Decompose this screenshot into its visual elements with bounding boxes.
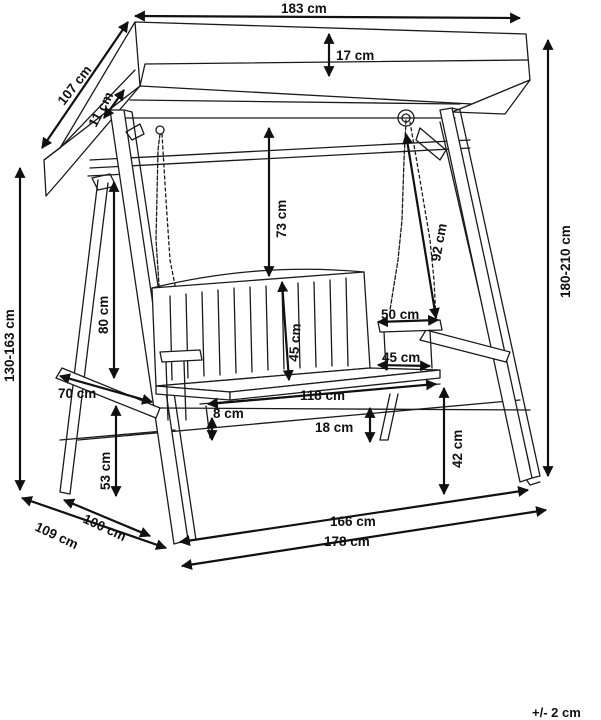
- dim-depth-top: [41, 21, 129, 149]
- dim-chain-side: [402, 132, 440, 320]
- swing-frame-drawing: [43, 21, 541, 545]
- label-seat-height: 42 cm: [450, 430, 465, 468]
- label-canopy-height: 17 cm: [336, 48, 374, 63]
- label-backrest-height: 45 cm: [286, 323, 304, 362]
- label-seat-back-height: 80 cm: [96, 296, 111, 334]
- label-width-top: 183 cm: [281, 1, 327, 16]
- dimension-lines: [14, 10, 554, 570]
- dim-armrest-depth: [376, 314, 440, 328]
- label-total-height: 180-210 cm: [558, 225, 573, 298]
- dim-seat-width: [206, 379, 438, 409]
- dim-side-depth: [58, 373, 154, 405]
- label-seat-width: 118 cm: [300, 388, 345, 403]
- label-base-depth-outer: 109 cm: [33, 519, 81, 552]
- label-armrest-depth: 50 cm: [381, 307, 419, 322]
- label-side-depth: 70 cm: [58, 386, 96, 401]
- label-adjustable-height: 130-163 cm: [2, 309, 17, 382]
- label-chain-length: 73 cm: [274, 200, 289, 238]
- dim-seat-depth: [376, 359, 432, 372]
- label-base-width-outer: 178 cm: [324, 534, 370, 549]
- dim-canopy-overhang: [103, 89, 125, 119]
- label-seat-depth: 45 cm: [382, 350, 420, 365]
- label-lower-height: 53 cm: [98, 452, 113, 490]
- dim-base-depth-outer: [20, 496, 168, 550]
- dim-width-top: [133, 10, 522, 24]
- dim-backrest-height: [277, 280, 294, 382]
- label-base-width: 166 cm: [330, 514, 376, 529]
- label-seat-thickness: 8 cm: [213, 406, 244, 421]
- label-chain-side: 92 cm: [428, 222, 449, 262]
- dim-base-width-outer: [180, 506, 548, 570]
- tolerance-note: +/- 2 cm: [532, 705, 581, 720]
- label-ground-clearance: 18 cm: [315, 420, 353, 435]
